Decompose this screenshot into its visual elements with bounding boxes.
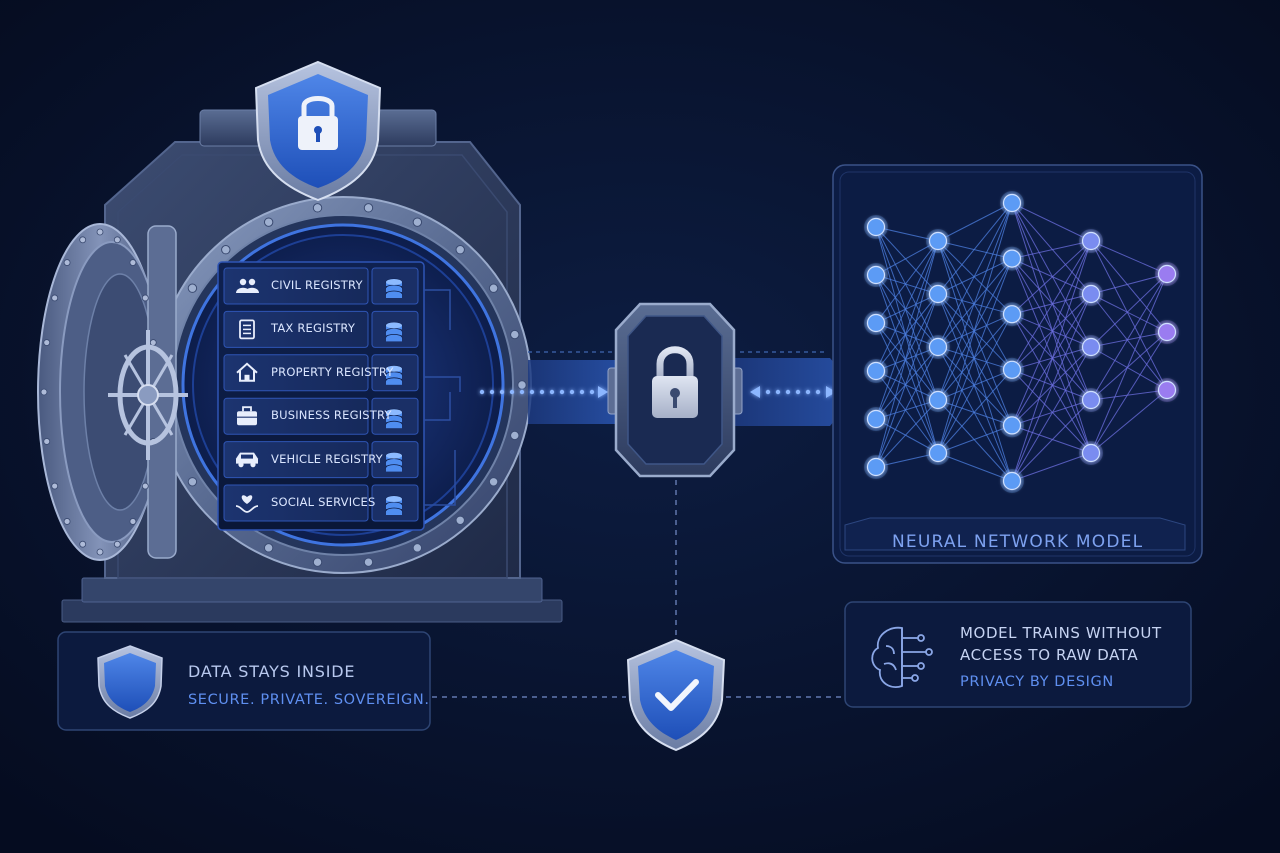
database-icon [385, 321, 403, 342]
nn-node [926, 441, 950, 465]
nn-node [1000, 469, 1024, 493]
center-lock-module [607, 302, 743, 478]
registry-label: CIVIL REGISTRY [271, 278, 363, 292]
nn-node [864, 263, 888, 287]
people-icon [236, 278, 259, 293]
nn-node [1079, 282, 1103, 306]
door-handle-wheel [108, 330, 188, 460]
registry-label: SOCIAL SERVICES [271, 495, 376, 509]
nn-node [864, 359, 888, 383]
nn-node [926, 388, 950, 412]
database-icon [385, 452, 403, 472]
neural-network-panel [832, 164, 1203, 564]
nn-nodes [864, 191, 1179, 493]
registry-label: PROPERTY REGISTRY [271, 364, 394, 379]
nn-node [864, 311, 888, 335]
flow-arrow-right [750, 386, 836, 398]
nn-node [1000, 191, 1024, 215]
nn-node [1155, 262, 1179, 286]
nn-node [1155, 320, 1179, 344]
registry-row [223, 310, 419, 348]
house-icon [236, 362, 258, 382]
model-card-line1: MODEL TRAINS WITHOUT [960, 624, 1162, 642]
check-shield-icon [626, 638, 726, 752]
registry-label: VEHICLE REGISTRY [271, 451, 383, 466]
nn-node [926, 229, 950, 253]
database-icon [385, 365, 403, 385]
card-shield-icon [97, 645, 163, 719]
heart-hand-icon [235, 495, 259, 513]
registry-list [223, 267, 419, 522]
nn-node [1079, 441, 1103, 465]
data-card-subtitle: SECURE. PRIVATE. SOVEREIGN. [188, 692, 430, 708]
registry-label: TAX REGISTRY [271, 321, 356, 336]
vault-door [37, 223, 188, 561]
nn-node [926, 335, 950, 359]
registry-row [223, 397, 419, 435]
vault-base [61, 599, 563, 623]
registry-row [223, 267, 419, 305]
nn-node [864, 455, 888, 479]
nn-model-title: NEURAL NETWORK MODEL [892, 532, 1144, 552]
document-icon [239, 319, 255, 340]
model-card-line2: ACCESS TO RAW DATA [960, 646, 1139, 664]
car-icon [236, 452, 258, 468]
nn-node [1000, 246, 1024, 271]
registry-row [223, 484, 419, 522]
flow-arrow-left [479, 386, 608, 398]
data-flow-band [479, 351, 858, 426]
model-card-subtitle: PRIVACY BY DESIGN [960, 674, 1114, 690]
lock-icon [652, 346, 698, 418]
database-icon [385, 495, 403, 515]
nn-node [1000, 413, 1024, 438]
nn-node [1000, 357, 1024, 382]
registry-label: BUSINESS REGISTRY [271, 408, 392, 423]
nn-node [1079, 335, 1103, 359]
nn-node [864, 215, 888, 239]
database-icon [385, 278, 403, 298]
model-trains-card [844, 601, 1192, 708]
data-card-title: DATA STAYS INSIDE [188, 662, 356, 681]
vault-base-step [81, 577, 543, 603]
nn-node [864, 407, 888, 431]
brain-circuit-icon [871, 626, 933, 688]
vault-shield-icon [254, 60, 382, 202]
nn-connections [875, 202, 1168, 482]
nn-node [1079, 388, 1103, 412]
registry-row [223, 354, 419, 392]
vault [37, 60, 563, 623]
database-icon [385, 408, 403, 429]
registry-row [223, 441, 419, 479]
data-stays-inside-card [57, 631, 431, 731]
nn-node [1000, 302, 1024, 327]
nn-node [926, 282, 950, 306]
briefcase-icon [237, 406, 257, 426]
nn-node [1155, 378, 1179, 402]
nn-node [1079, 229, 1103, 253]
